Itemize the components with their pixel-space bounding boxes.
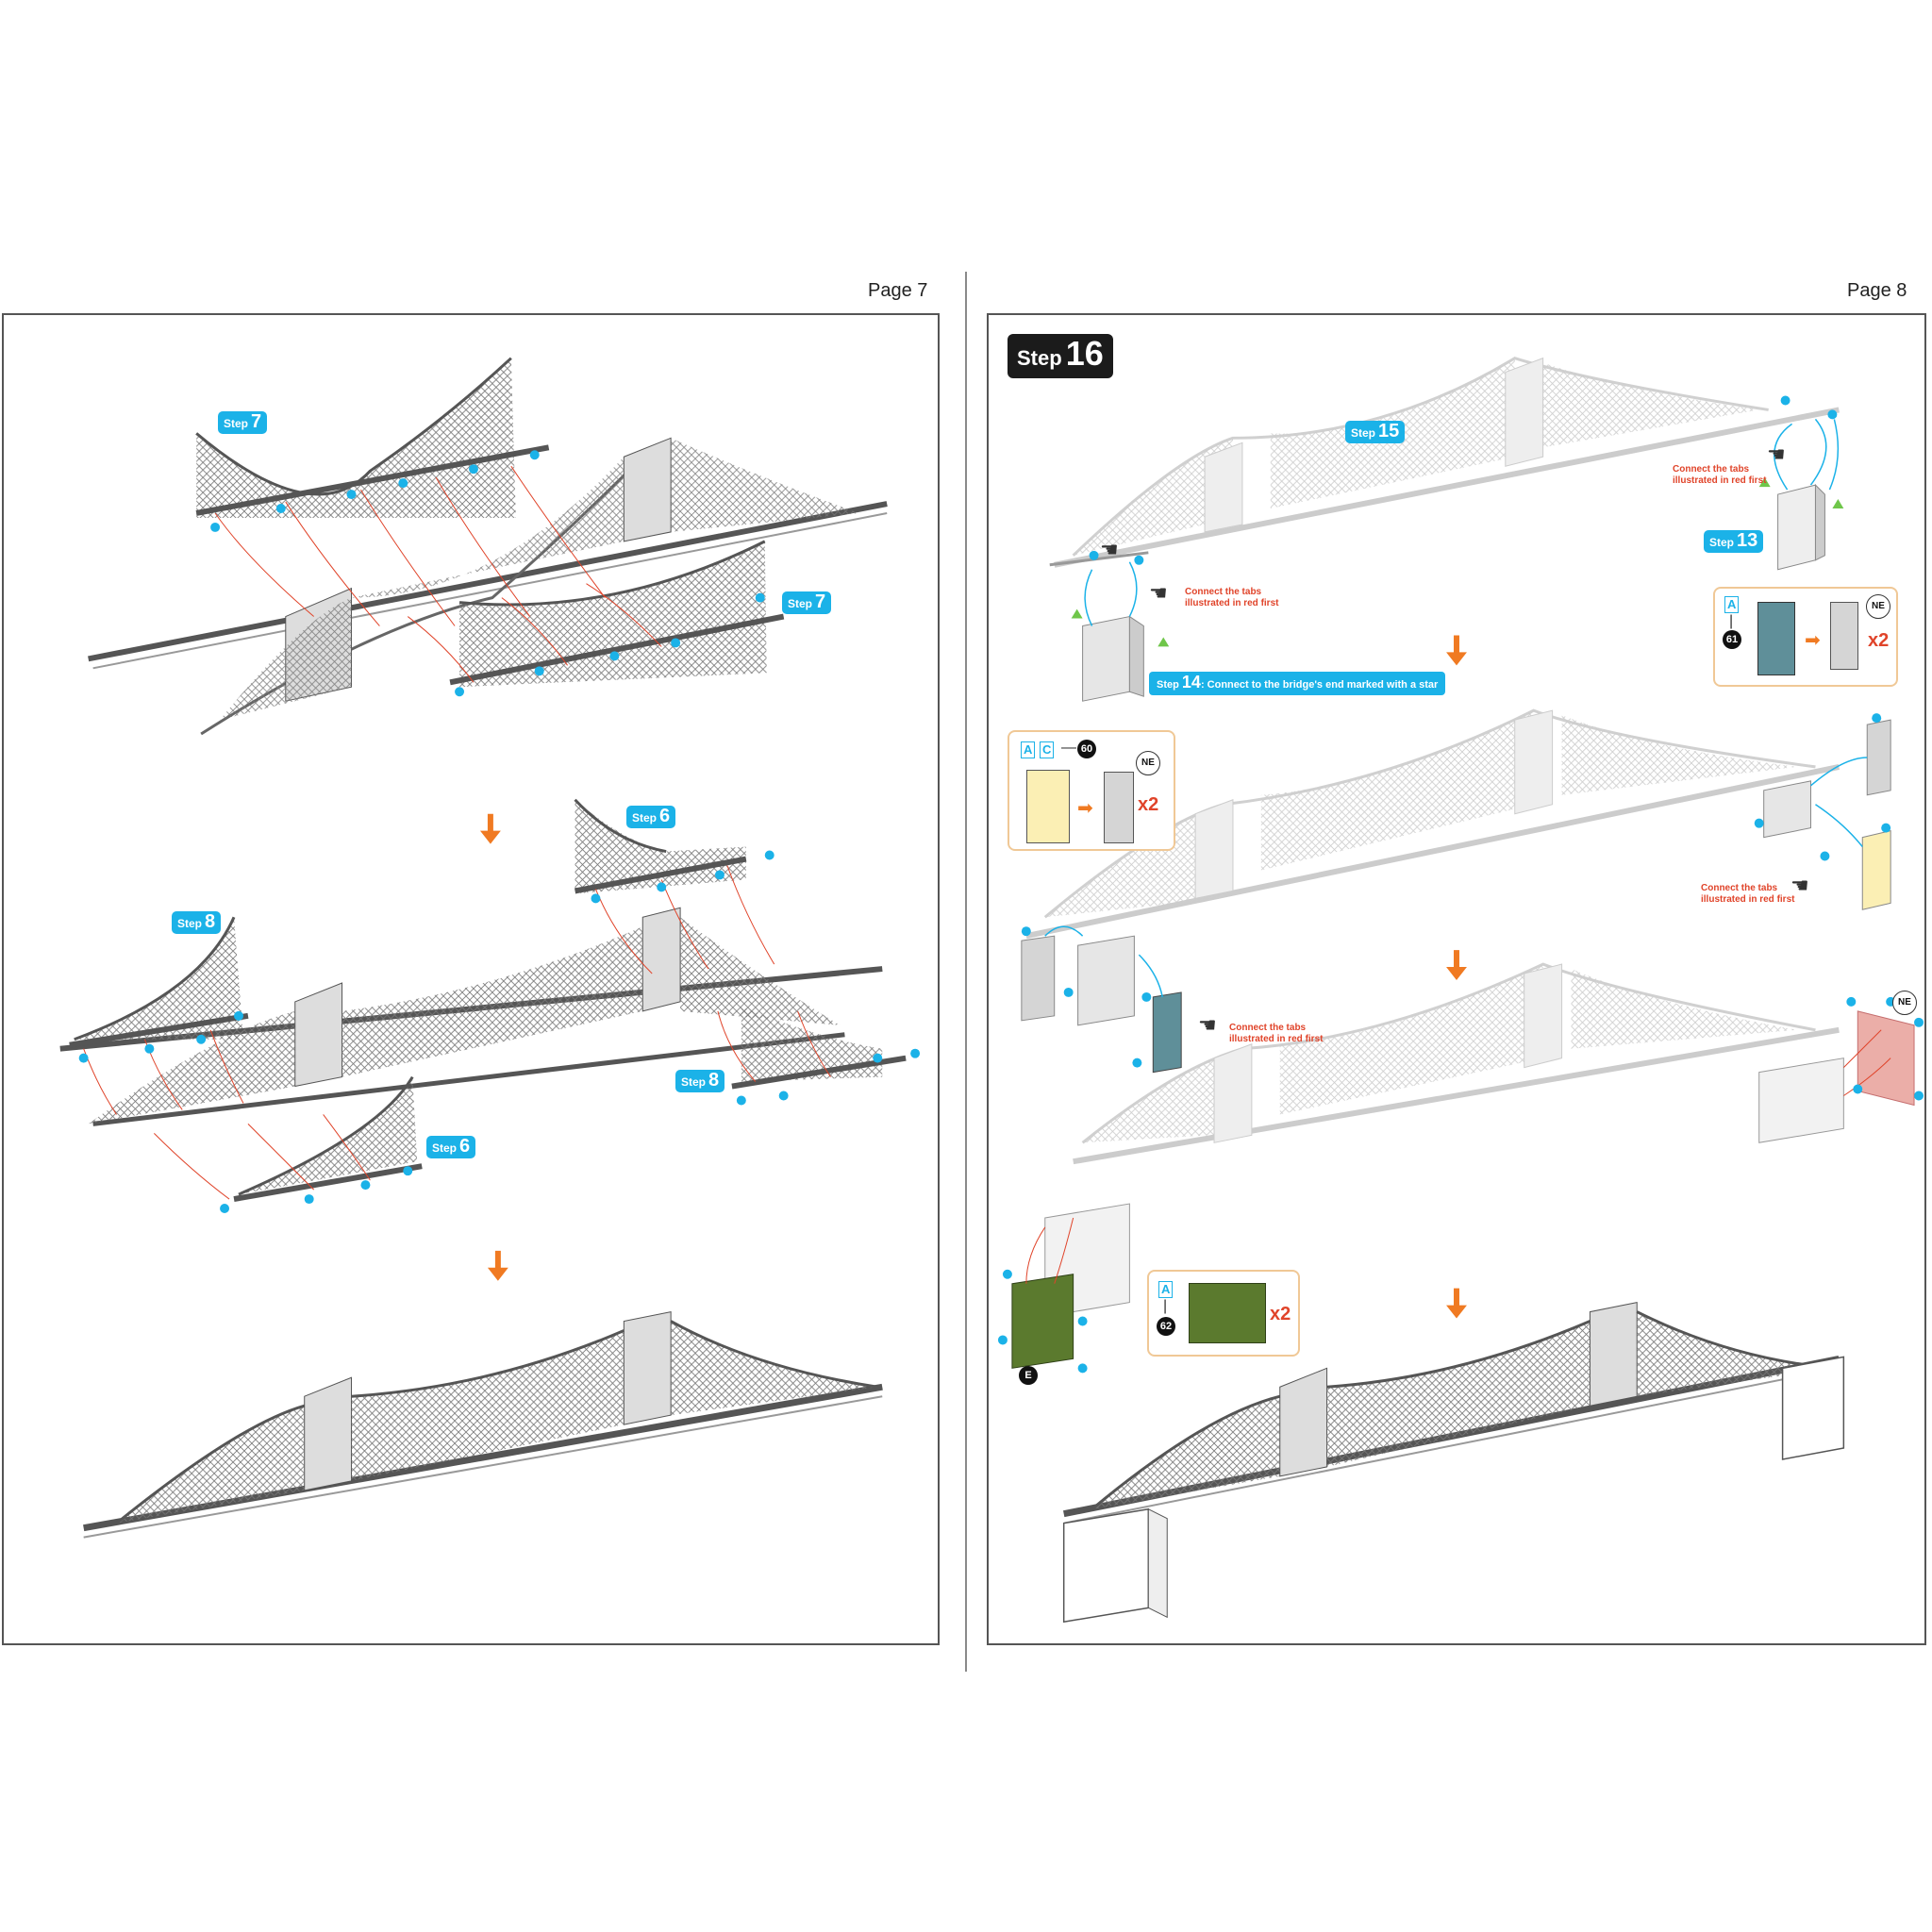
bridge-assembly-1 [88, 357, 888, 736]
part-box-62: A | 62 x2 [1147, 1270, 1300, 1357]
part-number: 61 [1723, 630, 1741, 649]
bridge-final [1062, 1302, 1845, 1624]
part-number: 62 [1157, 1317, 1175, 1336]
part-box-61: A | 61 ➡ NE x2 [1713, 587, 1898, 687]
green-plate-part [1011, 1274, 1074, 1369]
part-sheet-tag: A [1158, 1281, 1174, 1298]
down-arrow-icon [1446, 1288, 1467, 1319]
page-7-illustration [59, 357, 921, 1539]
part-number: 60 [1077, 740, 1096, 758]
cream-plate-part [1861, 830, 1891, 910]
side-plate-part [1866, 719, 1891, 796]
red-plate-part [1857, 1010, 1915, 1107]
hand-pointer-icon: ☚ [1790, 874, 1809, 897]
page-8-illustration [997, 357, 1924, 1624]
down-arrow-icon [487, 1250, 508, 1281]
step-14-instruction: Step 14: Connect to the bridge's end mar… [1149, 672, 1446, 695]
quantity-label: x2 [1868, 630, 1890, 651]
quantity-label: x2 [1270, 1304, 1291, 1324]
hand-pointer-icon: ☚ [1198, 1013, 1217, 1037]
side-plate-part [1104, 772, 1134, 843]
right-arrow-icon: ➡ [1805, 630, 1821, 651]
teal-plate-part [1152, 991, 1182, 1074]
side-plate-part [1021, 935, 1056, 1022]
orientation-marker: NE [1136, 751, 1160, 775]
page-number-left: Page 7 [868, 280, 928, 301]
right-arrow-icon: ➡ [1077, 798, 1093, 819]
cream-plate-part [1026, 770, 1070, 843]
bridge-assembly-2 [59, 798, 921, 1213]
part-sheet-tag: A [1724, 596, 1740, 613]
green-plate-part [1189, 1283, 1266, 1343]
part-sheet-tag: A [1021, 741, 1036, 758]
side-plate-part [1830, 602, 1858, 670]
down-arrow-icon [479, 813, 501, 844]
part-sheet-tag: C [1040, 741, 1055, 758]
hand-pointer-icon: ☚ [1149, 581, 1168, 605]
page-number-right: Page 8 [1847, 280, 1907, 301]
orientation-marker: NE [1866, 594, 1890, 619]
bridge-assembly-complete [83, 1310, 883, 1539]
hand-pointer-icon: ☚ [1767, 442, 1786, 466]
down-arrow-icon [1446, 635, 1467, 666]
teal-plate-part [1757, 602, 1795, 675]
quantity-label: x2 [1138, 794, 1159, 815]
marker-e: E [1019, 1366, 1038, 1385]
ghost-bridge-2 [1025, 708, 1840, 1026]
page-divider [965, 272, 967, 1672]
down-arrow-icon [1446, 950, 1467, 980]
hand-pointer-icon: ☚ [1100, 538, 1119, 561]
orientation-marker: NE [1892, 991, 1917, 1015]
bridge-end-piece [1049, 551, 1149, 702]
tower-piece-right [1774, 418, 1840, 571]
part-box-60: A C — 60 ➡ NE x2 [1008, 730, 1175, 851]
